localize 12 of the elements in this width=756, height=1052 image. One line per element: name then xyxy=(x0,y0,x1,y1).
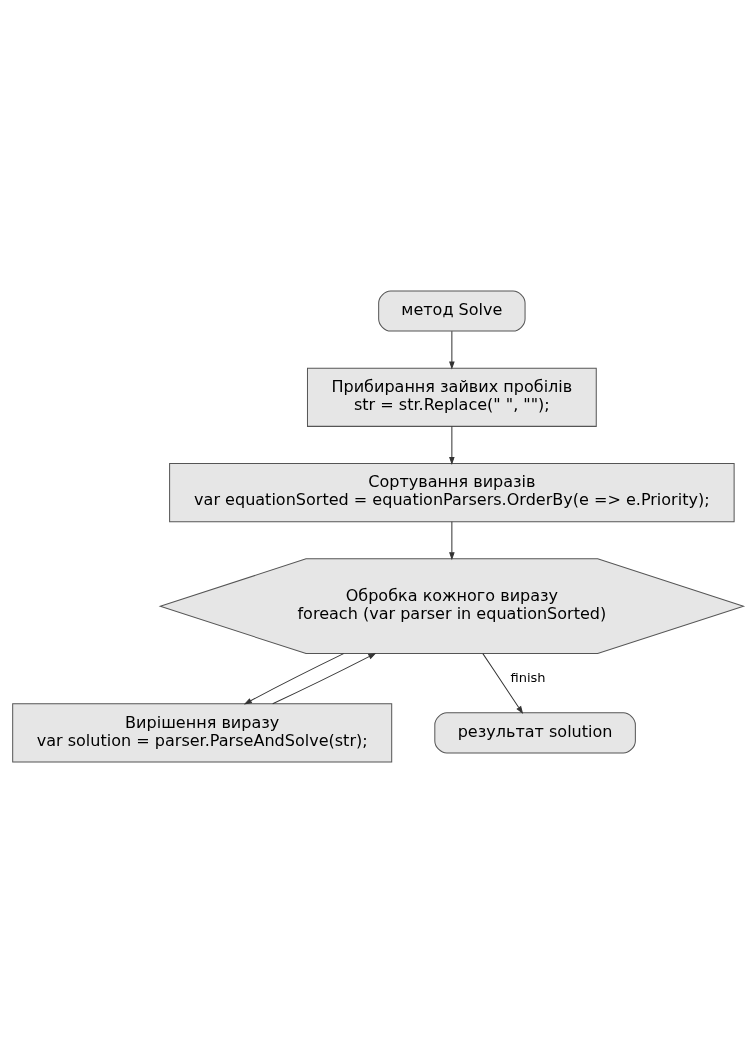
node-box: Вирішення виразу var solution = parser.ParseAndSolve(str); xyxy=(12,702,393,762)
arrow xyxy=(244,652,345,704)
arrow xyxy=(272,652,376,704)
node-box: Сортування виразів var equationSorted = equationParsers.OrderBy(e => e.Priority); xyxy=(169,462,735,522)
edge-label: finish xyxy=(510,669,546,685)
arrow xyxy=(482,652,523,713)
node-box: результат solution xyxy=(434,711,636,753)
node-box: метод Solve xyxy=(378,290,526,332)
node-box: Прибирання зайвих пробілів str = str.Replace(" ", ""); xyxy=(307,367,597,427)
arrow xyxy=(449,330,455,368)
arrow xyxy=(449,425,455,464)
arrow xyxy=(449,520,455,559)
